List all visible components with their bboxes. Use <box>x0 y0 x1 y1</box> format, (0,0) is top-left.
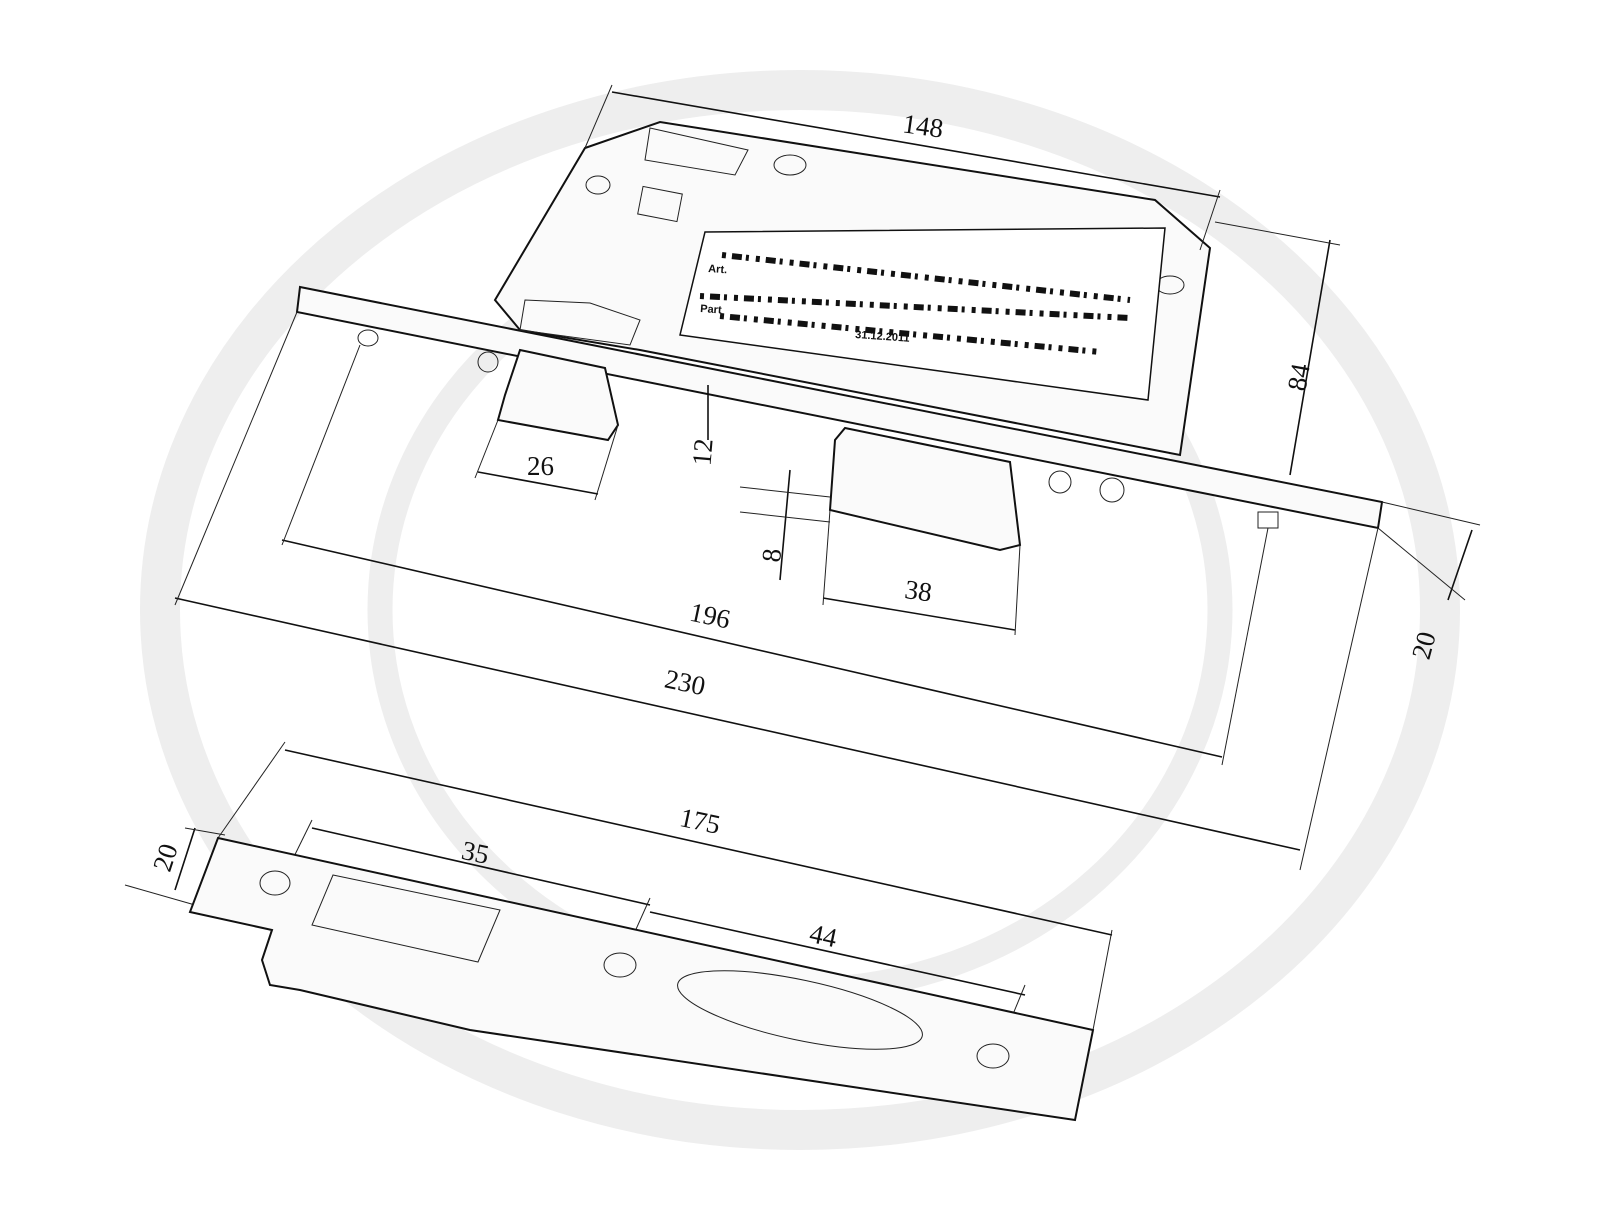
strike-plate <box>188 836 1095 1122</box>
case-slot <box>637 185 683 223</box>
dim-196: 196 <box>687 597 733 635</box>
dim-175: 175 <box>677 802 723 840</box>
deadbolt <box>828 426 1022 552</box>
strike-screw-hole <box>976 1043 1010 1069</box>
strike-screw-hole <box>259 870 291 896</box>
faceplate-screw-hole <box>357 329 379 347</box>
dim-44: 44 <box>807 918 840 953</box>
lock-label: Art. Part 31.12.2011 <box>679 227 1166 401</box>
strike-screw-hole <box>603 952 637 978</box>
label-part: Part <box>700 303 723 316</box>
dim-84: 84 <box>1282 361 1316 393</box>
dim-20-strike: 20 <box>147 840 184 875</box>
faceplate-screw <box>477 351 499 373</box>
dim-230: 230 <box>662 664 708 702</box>
case-hole <box>773 154 807 176</box>
latch-housing <box>519 299 641 346</box>
dim-26: 26 <box>527 451 554 481</box>
case-top-plate <box>644 127 749 176</box>
latch <box>496 348 620 442</box>
dim-38: 38 <box>903 574 934 607</box>
strike-bolt-opening <box>677 970 923 1050</box>
dim-8: 8 <box>756 547 787 563</box>
faceplate-screw-hole <box>1257 511 1279 529</box>
case-hole <box>585 175 611 195</box>
dim-148: 148 <box>901 108 945 143</box>
dim-12: 12 <box>686 437 718 467</box>
strike-latch-opening <box>311 874 501 963</box>
label-art: Art. <box>708 263 728 276</box>
dim-35: 35 <box>459 835 492 870</box>
cylinder-hole <box>1099 477 1125 503</box>
faceplate-screw <box>1048 470 1072 494</box>
